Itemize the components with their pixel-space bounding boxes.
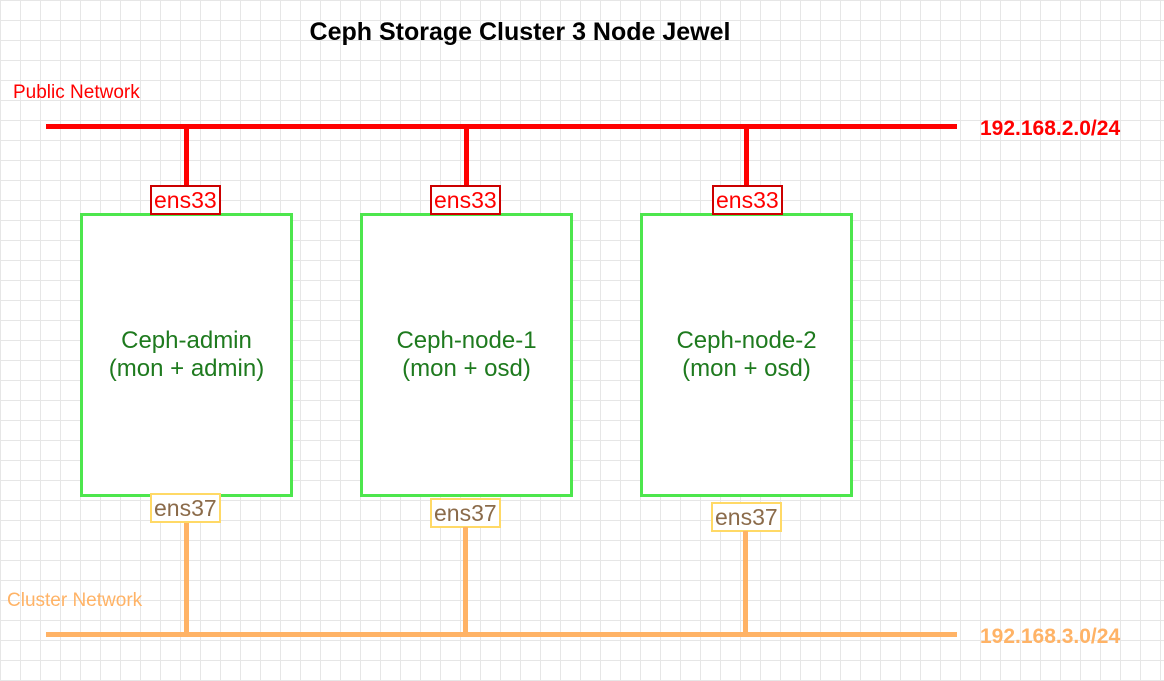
cluster-link-ceph-node-2 [743,531,748,633]
iface-cluster-ceph-node-2: ens37 [711,502,782,532]
public-link-ceph-node-1 [464,126,469,186]
node-name: Ceph-node-2 [676,327,817,354]
cluster-network-label: Cluster Network [7,590,143,611]
public-network-label: Public Network [13,82,140,103]
node-ceph-node-1: Ceph-node-1 (mon + osd) [360,213,573,497]
node-ceph-node-2: Ceph-node-2 (mon + osd) [640,213,853,497]
node-role: (mon + osd) [402,355,531,382]
public-network-bus [46,124,957,129]
diagram-title: Ceph Storage Cluster 3 Node Jewel [309,18,731,46]
cluster-network-cidr: 192.168.3.0/24 [980,625,1121,648]
iface-public-ceph-admin: ens33 [150,185,221,215]
cluster-link-ceph-node-1 [463,527,468,633]
iface-cluster-ceph-node-1: ens37 [430,498,501,528]
iface-public-ceph-node-1: ens33 [430,185,501,215]
node-name: Ceph-admin [121,327,252,354]
node-role: (mon + admin) [108,355,265,382]
node-role: (mon + osd) [682,355,811,382]
iface-cluster-ceph-admin: ens37 [150,493,221,523]
public-network-cidr: 192.168.2.0/24 [980,117,1121,140]
cluster-link-ceph-admin [184,523,189,633]
public-link-ceph-node-2 [744,126,749,186]
public-link-ceph-admin [184,126,189,186]
cluster-network-bus [46,632,957,637]
node-ceph-admin: Ceph-admin (mon + admin) [80,213,293,497]
iface-public-ceph-node-2: ens33 [712,185,783,215]
node-name: Ceph-node-1 [396,327,537,354]
